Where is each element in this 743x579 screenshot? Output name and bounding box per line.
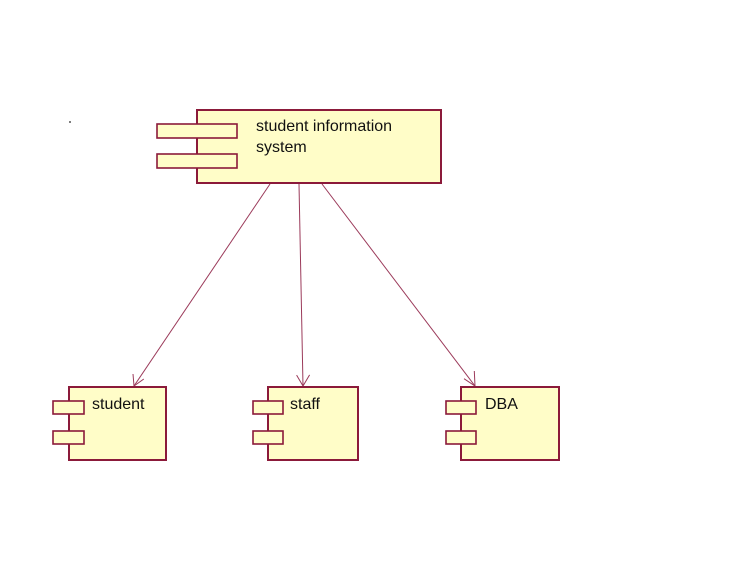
dependency-sis-to-staff [296,183,311,387]
component-staff[interactable]: staff [252,386,359,461]
component-tab-top [252,400,284,415]
component-label: DBA [485,396,518,413]
dependency-sis-to-student [132,183,271,387]
component-tab-top [52,400,85,415]
component-tab-top [445,400,477,415]
component-label: student [92,396,145,413]
component-student-information-system[interactable]: student information system [156,109,442,184]
dependency-sis-to-dba [321,183,476,387]
component-dba[interactable]: DBA [445,386,560,461]
component-student[interactable]: student [52,386,167,461]
component-label: staff [290,396,321,413]
stray-dot [69,121,71,123]
component-label-line-1: student information [256,118,392,135]
component-tab-top [156,123,238,139]
component-tab-bottom [156,153,238,169]
component-tab-bottom [52,430,85,445]
component-tab-bottom [445,430,477,445]
component-label-line-2: system [256,139,307,156]
component-tab-bottom [252,430,284,445]
